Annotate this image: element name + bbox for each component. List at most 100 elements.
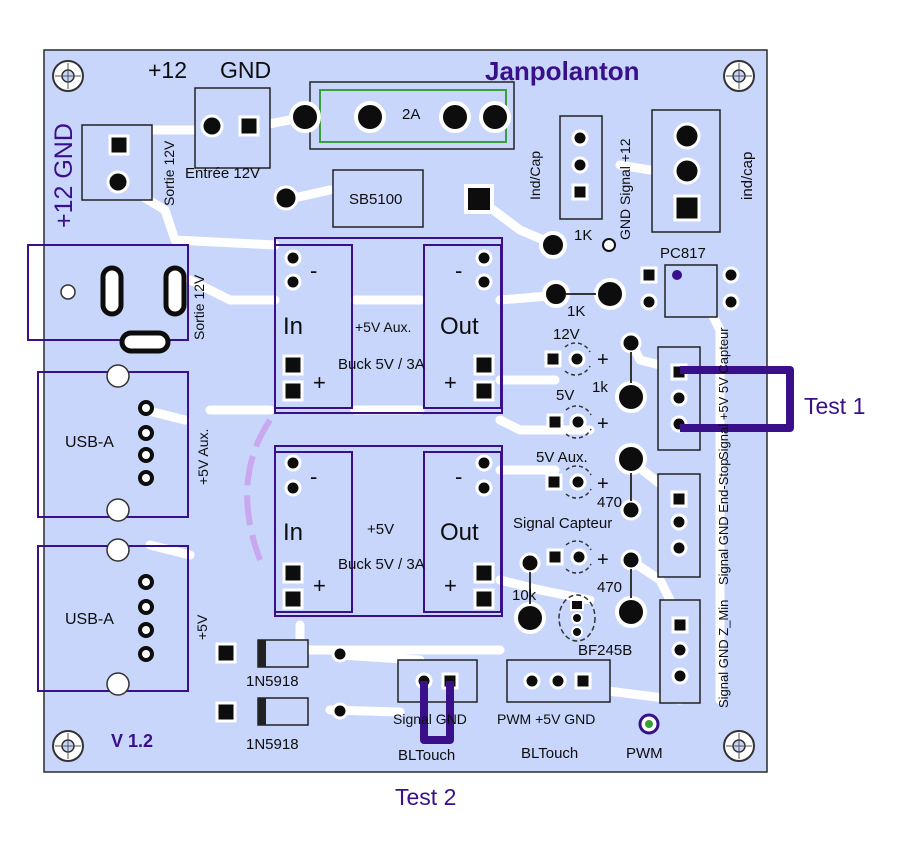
resistors-column — [514, 332, 647, 634]
sortie-12v-label-2: Sortie 12V — [191, 274, 207, 340]
resistor-pad — [602, 238, 616, 252]
mounting-holes — [52, 60, 755, 762]
sortie-12v-label-1: Sortie 12V — [161, 140, 177, 206]
diode-1-label: 1N5918 — [246, 673, 299, 690]
buck-1-in-label: In — [283, 313, 303, 340]
buck-2-in-label: In — [283, 519, 303, 546]
led-5v-aux — [545, 465, 592, 499]
buck-1-out-label: Out — [440, 313, 479, 340]
version-label: V 1.2 — [111, 731, 153, 751]
sb5100-label: SB5100 — [349, 191, 402, 208]
zmin-header-label: Signal GND Z_Min — [716, 600, 731, 708]
diode-1n5918-1 — [215, 639, 349, 668]
buck-module-1 — [274, 237, 503, 414]
board-title: Janpolanton — [485, 56, 640, 86]
dc-jack — [27, 244, 189, 354]
usb-a-connector-2 — [37, 538, 189, 696]
led-12v-label: 12V — [553, 326, 580, 343]
led-12v — [544, 342, 591, 376]
buck-2-plus-in: + — [313, 573, 326, 598]
led-signal-capteur — [546, 540, 592, 574]
pwm-pad-center — [645, 720, 653, 728]
buck-module-2 — [274, 445, 503, 617]
usb-1-label: USB-A — [65, 434, 114, 451]
mounting-hole-tl — [52, 60, 84, 92]
buck-1-plus-out: + — [444, 370, 457, 395]
usb-a-connector-1 — [37, 364, 189, 522]
sb5100-pad — [464, 184, 494, 214]
resistor-pad — [539, 231, 567, 259]
buck-2-name-label: Buck 5V / 3A — [338, 556, 425, 573]
led-5v-aux-plus: + — [597, 473, 609, 495]
mounting-hole-tr — [723, 60, 755, 92]
signal-12-label: GND Signal +12 — [617, 138, 633, 240]
r10k-label: 10k — [512, 587, 537, 604]
diode-2-label: 1N5918 — [246, 736, 299, 753]
plus5v-side-label: +5V — [194, 614, 210, 640]
diode-1n5918-2 — [215, 697, 349, 726]
buck-1-minus-in: - — [310, 258, 317, 283]
bltouch-header-1 — [397, 659, 478, 703]
bltouch-header-2 — [506, 659, 611, 703]
test-1-jumper — [680, 366, 794, 432]
entree-12v-label: Entrée 12V — [185, 165, 260, 182]
bltouch-2-pins-label: PWM +5V GND — [497, 711, 595, 727]
pc817-optocoupler — [640, 264, 740, 318]
wire-arc — [244, 418, 273, 562]
ind-cap-terminal — [651, 109, 721, 233]
aux-side-label: +5V Aux. — [195, 429, 211, 485]
resistor-pad — [542, 280, 570, 308]
buck-2-out-label: Out — [440, 519, 479, 546]
power-top-12-label: +12 — [148, 57, 187, 83]
endstop-header — [657, 473, 701, 578]
power-top-gnd-label: GND — [220, 57, 271, 83]
via-pad — [273, 185, 299, 211]
aux-5v-label: +5V Aux. — [355, 319, 411, 335]
sb5100-diode — [332, 169, 424, 228]
ind-cap-right-label: ind/cap — [739, 152, 756, 200]
capteur-header — [657, 346, 701, 451]
entree-12v-terminal — [194, 87, 271, 169]
test-1-label: Test 1 — [804, 393, 865, 419]
pwm-label: PWM — [626, 745, 663, 762]
bltouch-2-name-label: BLTouch — [521, 745, 578, 762]
power-left-label: +12 GND — [50, 123, 78, 228]
mounting-hole-bl — [52, 730, 84, 762]
r1k-c-label: 1k — [592, 379, 608, 396]
resistor-pad — [594, 278, 626, 310]
bf245b-label: BF245B — [578, 642, 632, 659]
sortie-12v-terminal — [81, 124, 153, 201]
led-5v-label: 5V — [556, 387, 574, 404]
test-2-label: Test 2 — [395, 784, 456, 810]
pc817-label: PC817 — [660, 245, 706, 262]
buck-2-plus-out: + — [444, 573, 457, 598]
buck-1-minus-out: - — [455, 258, 462, 283]
plus5v-mid-label: +5V — [367, 521, 394, 538]
mounting-hole-br — [723, 730, 755, 762]
ind-cap-header — [559, 115, 603, 220]
buck-2-minus-out: - — [455, 464, 462, 489]
fuse-label: 2A — [402, 106, 420, 123]
led-5v-aux-label: 5V Aux. — [536, 449, 588, 466]
led-signal-plus: + — [597, 549, 609, 571]
buck-2-minus-in: - — [310, 464, 317, 489]
bltouch-1-pins-label: Signal GND — [393, 711, 467, 727]
usb-2-label: USB-A — [65, 611, 114, 628]
r470-a-label: 470 — [597, 494, 622, 511]
zmin-header — [659, 599, 701, 704]
r1k-b-label: 1K — [567, 303, 585, 320]
buck-1-plus-in: + — [313, 370, 326, 395]
test-2-jumper — [420, 681, 454, 744]
ind-cap-left-label: Ind/Cap — [527, 151, 543, 200]
bltouch-1-name-label: BLTouch — [398, 747, 455, 764]
buck-1-name-label: Buck 5V / 3A — [338, 356, 425, 373]
bf245b-transistor — [558, 594, 596, 642]
r470-b-label: 470 — [597, 579, 622, 596]
r1k-a-label: 1K — [574, 227, 592, 244]
signal-capteur-label: Signal Capteur — [513, 515, 612, 532]
led-5v — [546, 405, 592, 439]
fuse-holder — [289, 81, 515, 150]
endstop-header-label: Signal GND End-Stop — [716, 459, 731, 585]
led-5v-plus: + — [597, 413, 609, 435]
